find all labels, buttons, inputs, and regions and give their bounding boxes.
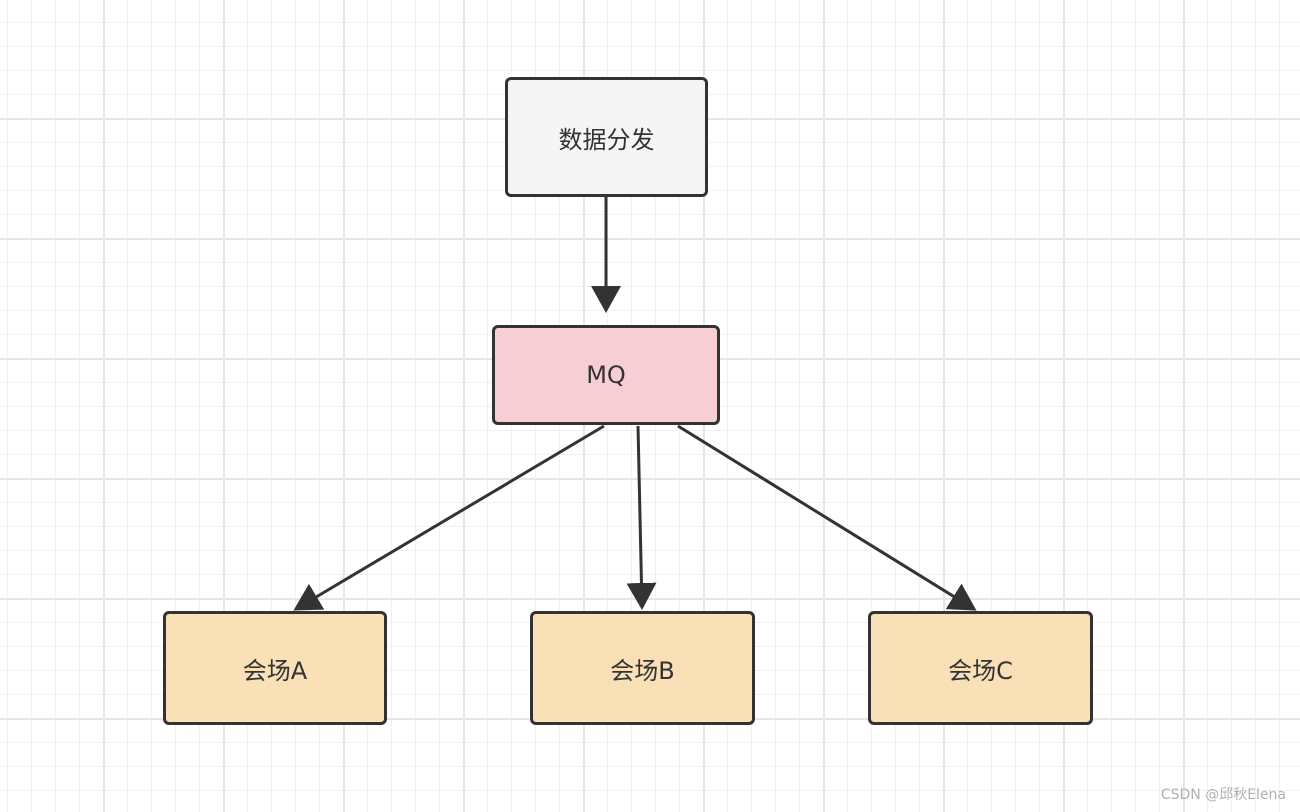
node-venue-c: 会场C: [868, 611, 1093, 725]
node-label: 会场B: [610, 656, 675, 685]
node-label: 会场C: [948, 656, 1013, 685]
node-venue-b: 会场B: [530, 611, 755, 725]
watermark: CSDN @邱秋Elena: [1160, 787, 1286, 803]
node-label: 数据分发: [558, 125, 655, 154]
arrow-mq-to-venue-b: [626, 425, 657, 610]
node-label: 会场A: [242, 656, 308, 685]
node-mq: MQ: [492, 325, 720, 425]
node-venue-a: 会场A: [163, 611, 387, 725]
arrow-mq-to-venue-a: [293, 424, 605, 611]
node-data-distribution: 数据分发: [505, 77, 708, 197]
arrow-mq-to-venue-c: [677, 424, 977, 611]
node-label: MQ: [586, 361, 626, 389]
